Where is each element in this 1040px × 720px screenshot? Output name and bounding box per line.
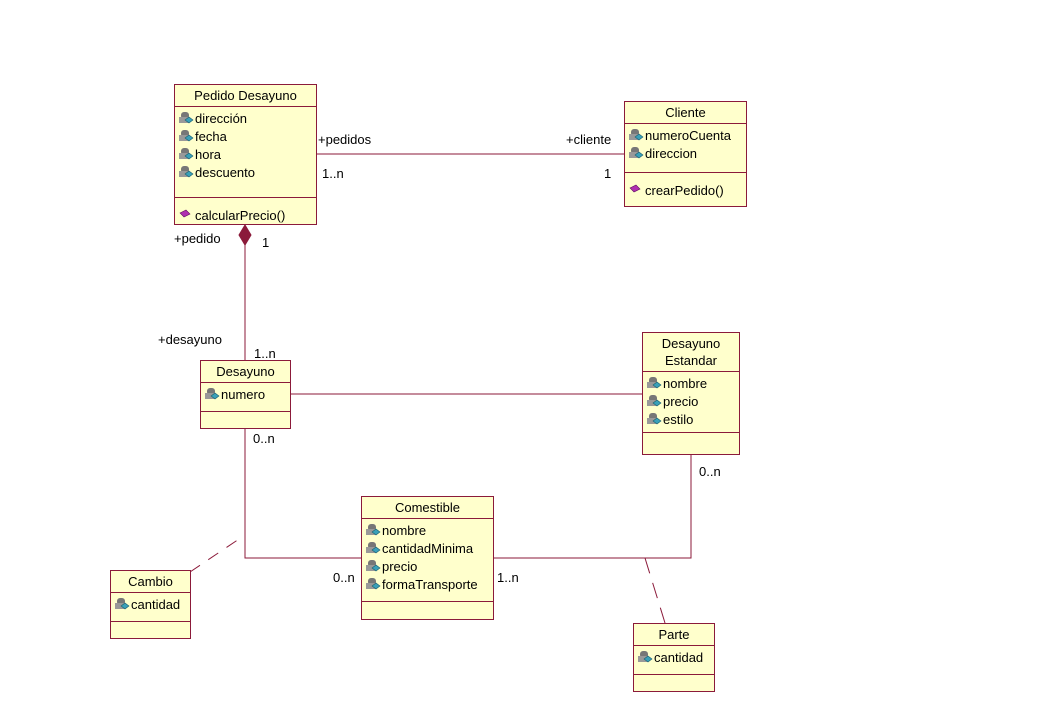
private-attribute-icon (647, 377, 662, 389)
private-attribute-icon (638, 651, 653, 663)
operations-section (362, 602, 493, 616)
class-name: Cliente (625, 102, 746, 124)
multiplicity-pedidos: 1..n (322, 166, 344, 181)
attribute[interactable]: precio (646, 392, 736, 410)
attribute[interactable]: numeroCuenta (628, 126, 743, 144)
private-attribute-icon (179, 166, 194, 178)
assoc-comestible-estandar (493, 455, 692, 559)
multiplicity-pedido: 1 (262, 235, 270, 250)
assoc-class-link-parte (644, 557, 666, 624)
class-name: Desayuno (201, 361, 290, 383)
multiplicity-desayuno-comestible: 0..n (253, 431, 275, 446)
class-cambio[interactable]: Cambio cantidad (110, 570, 191, 639)
private-attribute-icon (366, 578, 381, 590)
operations-section (111, 622, 190, 636)
attributes-section: numeroCuenta direccion (625, 124, 746, 173)
class-desayuno[interactable]: Desayuno numero (200, 360, 291, 429)
private-attribute-icon (179, 148, 194, 160)
operations-section (643, 433, 739, 447)
role-label-cliente: +cliente (566, 132, 612, 147)
class-name-line: Estandar (664, 353, 718, 368)
private-attribute-icon (647, 395, 662, 407)
attribute[interactable]: nombre (365, 521, 490, 539)
operations-section: crearPedido() (625, 173, 746, 201)
attribute[interactable]: estilo (646, 410, 736, 428)
private-attribute-icon (629, 129, 644, 141)
multiplicity-estandar: 0..n (699, 464, 721, 479)
attribute[interactable]: fecha (178, 127, 313, 145)
attributes-section: nombre precio estilo (643, 372, 739, 433)
private-attribute-icon (647, 413, 662, 425)
attribute[interactable]: precio (365, 557, 490, 575)
attribute[interactable]: descuento (178, 163, 313, 181)
attribute[interactable]: formaTransporte (365, 575, 490, 593)
class-name: Comestible (362, 497, 493, 519)
attribute[interactable]: direccion (628, 144, 743, 162)
private-attribute-icon (366, 560, 381, 572)
private-attribute-icon (366, 542, 381, 554)
private-attribute-icon (629, 147, 644, 159)
attributes-section: numero (201, 383, 290, 412)
class-name: Desayuno Estandar (643, 333, 739, 372)
attribute[interactable]: cantidad (114, 595, 187, 613)
private-attribute-icon (366, 524, 381, 536)
operations-section (634, 675, 714, 689)
multiplicity-comestible-right: 1..n (497, 570, 519, 585)
class-name-line: Desayuno (661, 336, 721, 351)
operation[interactable]: calcularPrecio() (178, 206, 313, 224)
role-label-pedido: +pedido (174, 231, 221, 246)
operations-section (201, 412, 290, 426)
operations-section: calcularPrecio() (175, 198, 316, 226)
attribute[interactable]: hora (178, 145, 313, 163)
attributes-section: cantidad (634, 646, 714, 675)
multiplicity-cliente: 1 (604, 166, 612, 181)
assoc-desayuno-comestible (244, 429, 362, 559)
class-pedido-desayuno[interactable]: Pedido Desayuno dirección fecha hora des… (174, 84, 317, 225)
operation[interactable]: crearPedido() (628, 181, 743, 199)
attribute[interactable]: dirección (178, 109, 313, 127)
attribute[interactable]: cantidadMinima (365, 539, 490, 557)
role-label-pedidos: +pedidos (318, 132, 372, 147)
composition-diamond (238, 224, 252, 246)
class-cliente[interactable]: Cliente numeroCuenta direccion crearPedi… (624, 101, 747, 207)
class-name: Cambio (111, 571, 190, 593)
multiplicity-desayuno: 1..n (254, 346, 276, 361)
private-attribute-icon (179, 130, 194, 142)
attribute[interactable]: cantidad (637, 648, 711, 666)
private-attribute-icon (179, 112, 194, 124)
attributes-section: nombre cantidadMinima precio formaTransp… (362, 519, 493, 602)
role-label-desayuno: +desayuno (158, 332, 222, 347)
attributes-section: cantidad (111, 593, 190, 622)
class-parte[interactable]: Parte cantidad (633, 623, 715, 692)
attributes-section: dirección fecha hora descuento (175, 107, 316, 198)
multiplicity-comestible-left: 0..n (333, 570, 355, 585)
attribute[interactable]: nombre (646, 374, 736, 392)
class-name: Parte (634, 624, 714, 646)
assoc-class-link-cambio (189, 534, 246, 573)
class-comestible[interactable]: Comestible nombre cantidadMinima precio … (361, 496, 494, 620)
public-operation-icon (629, 184, 641, 193)
attribute[interactable]: numero (204, 385, 287, 403)
class-name: Pedido Desayuno (175, 85, 316, 107)
private-attribute-icon (115, 598, 130, 610)
class-desayuno-estandar[interactable]: Desayuno Estandar nombre precio estilo (642, 332, 740, 455)
private-attribute-icon (205, 388, 220, 400)
public-operation-icon (179, 209, 191, 218)
